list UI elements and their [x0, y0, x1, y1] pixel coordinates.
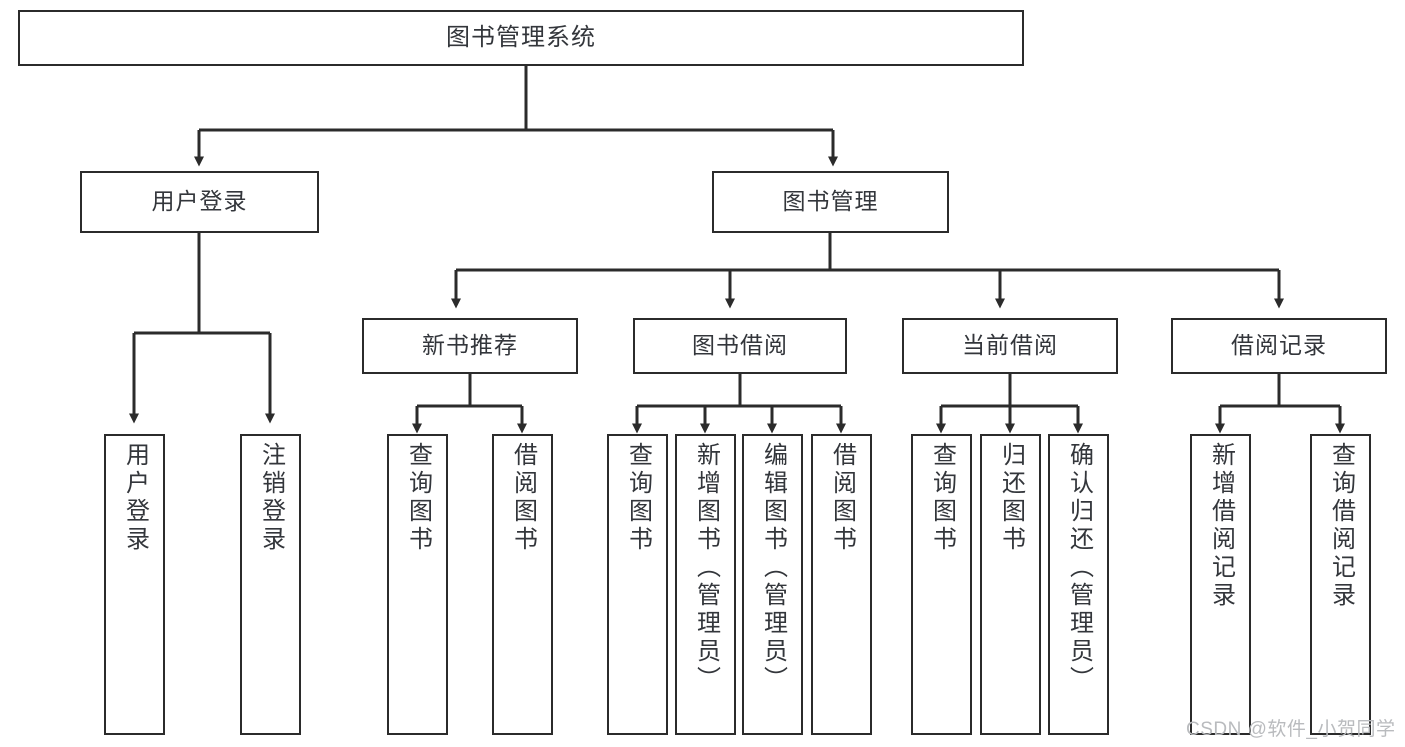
- leaf-borrow-book-2-label: 借阅图书: [828, 442, 856, 554]
- leaf-return-book-label: 归还图书: [997, 442, 1025, 554]
- node-new-book-recommend[interactable]: 新书推荐: [362, 318, 578, 374]
- node-root[interactable]: 图书管理系统: [18, 10, 1024, 66]
- leaf-query-book-1[interactable]: 查询图书: [387, 434, 448, 735]
- leaf-user-login-label: 用户登录: [121, 442, 149, 554]
- node-borrow-record[interactable]: 借阅记录: [1171, 318, 1387, 374]
- leaf-query-book-2[interactable]: 查询图书: [607, 434, 668, 735]
- node-book-manage-label: 图书管理: [782, 188, 879, 215]
- leaf-logout-label: 注销登录: [257, 442, 285, 554]
- leaf-add-book[interactable]: 新增图书（管理员）: [675, 434, 736, 735]
- node-root-label: 图书管理系统: [446, 23, 596, 51]
- node-book-manage[interactable]: 图书管理: [712, 171, 949, 233]
- leaf-query-book-1-label: 查询图书: [404, 442, 432, 554]
- leaf-user-login[interactable]: 用户登录: [104, 434, 165, 735]
- leaf-query-record-label: 查询借阅记录: [1327, 442, 1355, 610]
- node-user-login-label: 用户登录: [151, 188, 248, 215]
- leaf-query-book-3[interactable]: 查询图书: [911, 434, 972, 735]
- leaf-add-record-label: 新增借阅记录: [1207, 442, 1235, 610]
- leaf-query-book-3-label: 查询图书: [928, 442, 956, 554]
- leaf-return-book[interactable]: 归还图书: [980, 434, 1041, 735]
- leaf-edit-book[interactable]: 编辑图书（管理员）: [742, 434, 803, 735]
- node-book-borrow-label: 图书借阅: [692, 332, 788, 359]
- leaf-confirm-return[interactable]: 确认归还（管理员）: [1048, 434, 1109, 735]
- leaf-borrow-book-2[interactable]: 借阅图书: [811, 434, 872, 735]
- node-user-login[interactable]: 用户登录: [80, 171, 319, 233]
- leaf-edit-book-label: 编辑图书（管理员）: [759, 442, 787, 694]
- leaf-borrow-book-1-label: 借阅图书: [509, 442, 537, 554]
- leaf-borrow-book-1[interactable]: 借阅图书: [492, 434, 553, 735]
- leaf-add-record[interactable]: 新增借阅记录: [1190, 434, 1251, 735]
- node-book-borrow[interactable]: 图书借阅: [633, 318, 847, 374]
- node-current-borrow[interactable]: 当前借阅: [902, 318, 1118, 374]
- leaf-confirm-return-label: 确认归还（管理员）: [1065, 442, 1093, 694]
- node-current-borrow-label: 当前借阅: [962, 332, 1058, 359]
- node-borrow-record-label: 借阅记录: [1231, 332, 1327, 359]
- leaf-query-record[interactable]: 查询借阅记录: [1310, 434, 1371, 735]
- leaf-logout[interactable]: 注销登录: [240, 434, 301, 735]
- leaf-query-book-2-label: 查询图书: [624, 442, 652, 554]
- leaf-add-book-label: 新增图书（管理员）: [692, 442, 720, 694]
- node-new-book-recommend-label: 新书推荐: [422, 332, 518, 359]
- csdn-watermark: CSDN @软件_小贺同学: [1186, 719, 1396, 740]
